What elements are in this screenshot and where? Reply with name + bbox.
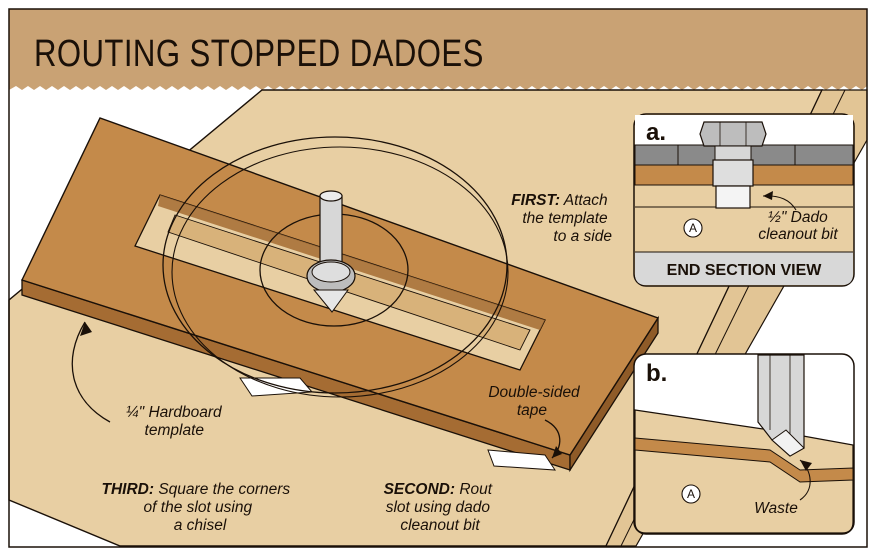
panel-a-nut	[699, 121, 767, 147]
bit-cutter	[312, 289, 349, 313]
panel-b: A Waste b.	[633, 353, 855, 535]
bit-shank-top	[319, 190, 343, 202]
page-title: ROUTING STOPPED DADOES	[34, 33, 484, 75]
panel-b-marker: A	[687, 487, 695, 501]
panel-a: A ½" Dado cleanout bit END SECTION VIEW …	[633, 113, 855, 287]
diagram-frame	[8, 8, 868, 548]
hardboard-arrow	[71, 321, 111, 423]
waste-label: Waste	[754, 500, 798, 517]
third-label: THIRD: Square the corners of the slot us…	[102, 481, 295, 534]
hardboard-label: ¼" Hardboard template	[126, 404, 226, 439]
panel-b-dado-wall	[634, 437, 854, 483]
end-section-caption: END SECTION VIEW	[667, 262, 823, 279]
panel-a-bit-label: ½" Dado cleanout bit	[758, 209, 838, 243]
tape-label: Double-sided tape	[488, 384, 584, 419]
panel-a-bearing	[712, 159, 754, 187]
second-label: SECOND: Rout slot using dado cleanout bi…	[384, 481, 497, 534]
panel-a-cutter	[715, 185, 751, 209]
panel-a-letter: a.	[646, 119, 666, 146]
header-band	[9, 9, 867, 90]
panel-a-marker: A	[689, 221, 697, 235]
tape-piece-right	[487, 449, 556, 471]
panel-b-letter: b.	[646, 360, 667, 387]
router-base-outer	[162, 136, 508, 394]
router-base-mid	[171, 146, 509, 398]
slot-wall-shadow	[158, 195, 545, 330]
first-label: FIRST: Attach the template to a side	[511, 192, 612, 245]
